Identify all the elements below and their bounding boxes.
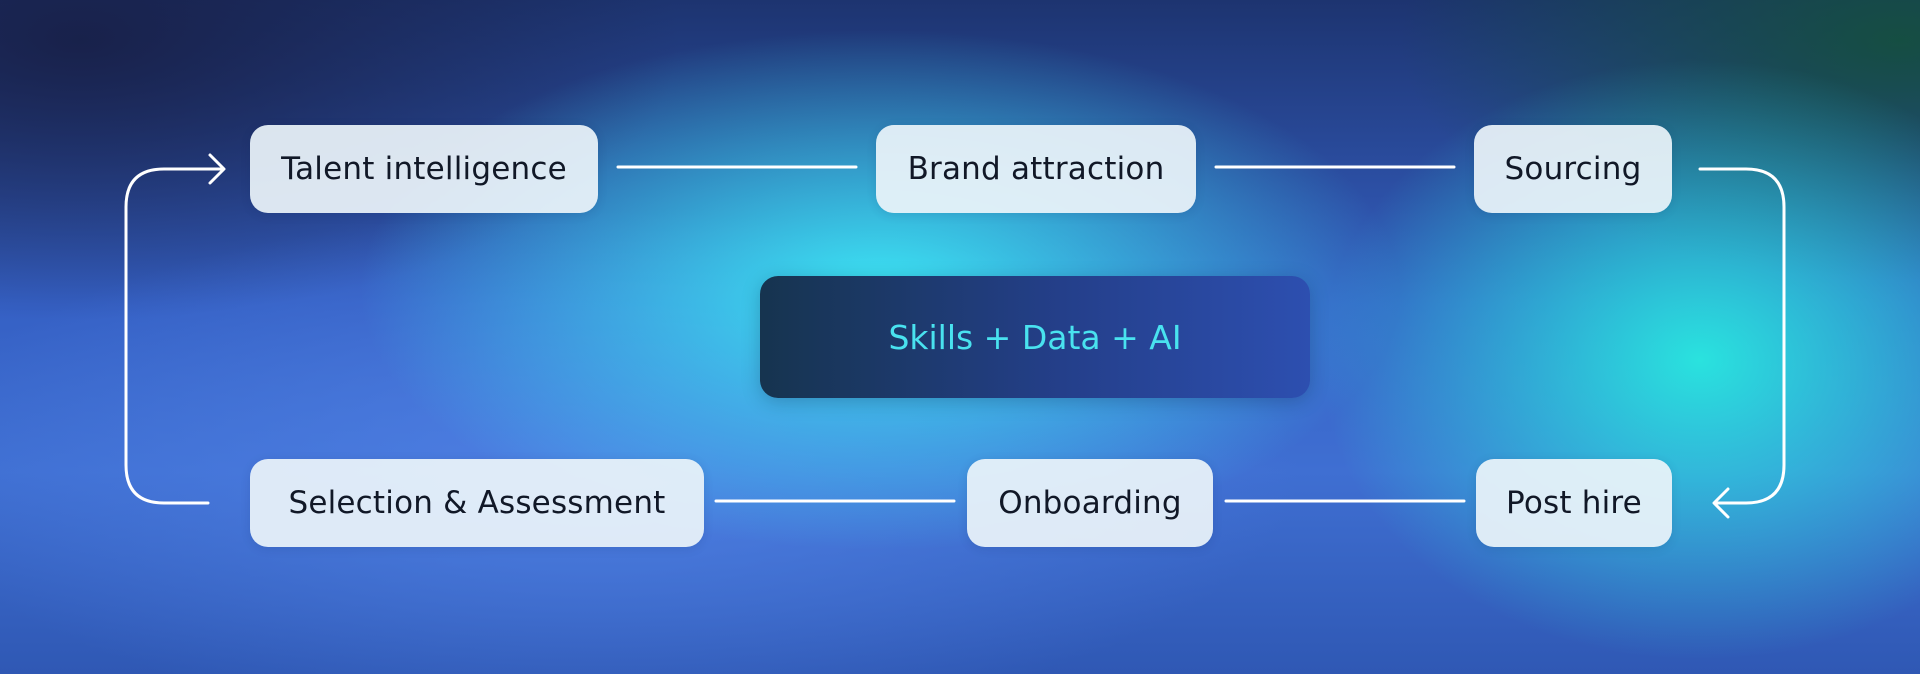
stage-talent-intelligence: Talent intelligence <box>250 125 598 213</box>
stage-brand-attraction: Brand attraction <box>876 125 1196 213</box>
stage-selection-assessment: Selection & Assessment <box>250 459 704 547</box>
stage-label: Selection & Assessment <box>288 485 666 521</box>
stage-onboarding: Onboarding <box>967 459 1213 547</box>
stage-sourcing: Sourcing <box>1474 125 1672 213</box>
stage-label: Post hire <box>1506 485 1642 521</box>
stage-label: Talent intelligence <box>281 151 567 187</box>
stage-label: Onboarding <box>998 485 1182 521</box>
loop-arrow-left <box>124 167 224 505</box>
loop-arrow-right <box>1698 167 1786 505</box>
stage-label: Sourcing <box>1504 151 1642 187</box>
arrowhead-talent-icon <box>208 153 226 185</box>
stage-label: Brand attraction <box>907 151 1165 187</box>
arrowhead-post-hire-icon <box>1712 487 1730 519</box>
stage-post-hire: Post hire <box>1476 459 1672 547</box>
core-label: Skills + Data + AI <box>888 317 1182 357</box>
core-skills-data-ai: Skills + Data + AI <box>760 276 1310 398</box>
